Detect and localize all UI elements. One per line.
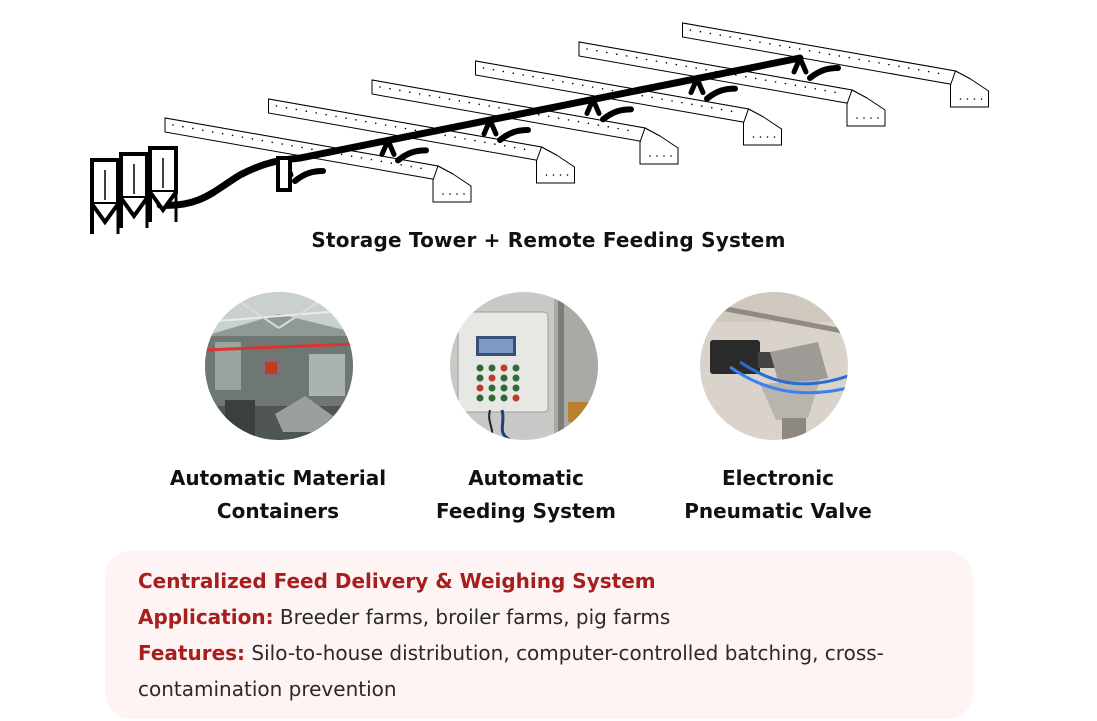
poultry-house-icon xyxy=(682,22,989,108)
feeder-drop-icon xyxy=(481,117,531,143)
poultry-house-icon xyxy=(371,79,679,165)
feeding-system-illustration xyxy=(90,22,989,234)
poultry-house-icon xyxy=(164,117,472,203)
caption-material-containers: Automatic Material Containers xyxy=(148,462,408,528)
caption-pneumatic-valve: Electronic Pneumatic Valve xyxy=(648,462,908,528)
caption-feeding-system: Automatic Feeding System xyxy=(396,462,656,528)
caption-line: Automatic xyxy=(468,466,584,490)
features-label: Features: xyxy=(138,641,246,665)
silo-icon xyxy=(119,152,149,228)
caption-line: Containers xyxy=(216,499,340,523)
caption-line: Pneumatic Valve xyxy=(684,499,872,523)
application-text: Breeder farms, broiler farms, pig farms xyxy=(273,605,671,629)
features-line: Features: Silo-to-house distribution, co… xyxy=(138,635,949,707)
caption-line: Automatic Material xyxy=(169,466,387,490)
caption-line: Feeding System xyxy=(436,499,616,523)
application-line: Application: Breeder farms, broiler farm… xyxy=(138,599,949,635)
silos xyxy=(90,146,178,234)
feeder-drop-icon xyxy=(584,96,634,123)
caption-line: Electronic xyxy=(721,466,835,490)
info-box: Centralized Feed Delivery & Weighing Sys… xyxy=(105,551,973,719)
pneumatic-valve-photo xyxy=(700,292,848,440)
material-containers-photo xyxy=(205,292,353,440)
feed-pipe-icon xyxy=(156,54,804,209)
feeder-drop-icon xyxy=(379,137,429,164)
feeder-drop-icon xyxy=(791,55,841,81)
diagram-caption: Storage Tower + Remote Feeding System xyxy=(311,228,786,252)
info-title: Centralized Feed Delivery & Weighing Sys… xyxy=(138,569,656,593)
feeder-drop-icon xyxy=(688,76,738,102)
silo-icon xyxy=(148,146,178,222)
feeder-drops xyxy=(276,55,841,192)
features-text: Silo-to-house distribution, computer-con… xyxy=(138,641,884,701)
feeding-system-photo xyxy=(450,292,598,440)
silo-icon xyxy=(90,158,120,234)
poultry-house-icon xyxy=(475,60,782,146)
application-label: Application: xyxy=(138,605,274,629)
